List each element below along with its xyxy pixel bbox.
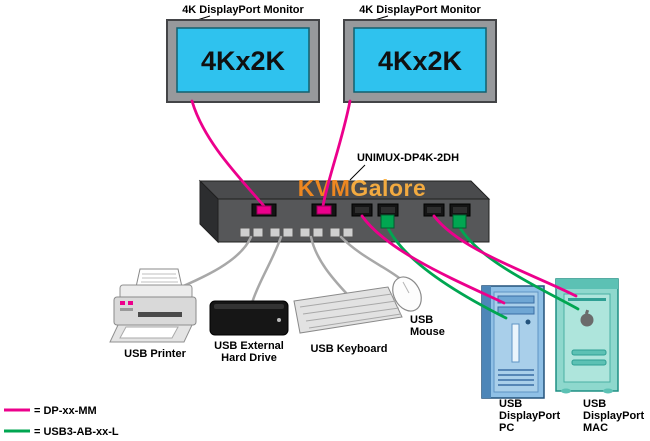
pc-label-line3: PC	[499, 422, 514, 434]
monitor-1-screen	[176, 27, 310, 93]
displayport-cables	[190, 99, 578, 305]
mac-foot	[603, 388, 613, 394]
printer-panel	[120, 308, 133, 311]
mac-slot-1	[571, 349, 607, 356]
pc-label-line1: USB	[499, 398, 522, 410]
usb-device-port-4b	[342, 227, 354, 238]
usb-keyboard	[293, 286, 403, 334]
usb-mouse	[392, 276, 422, 312]
usb-device-port-3a	[299, 227, 311, 238]
keyboard-key-row	[299, 293, 393, 308]
mac-label-line1: USB	[583, 398, 606, 410]
legend: = DP-xx-MM = USB3-AB-xx-L	[4, 405, 119, 438]
watermark-galore: Galore	[350, 175, 426, 201]
usb3-plug-2	[452, 214, 467, 229]
cable-dp-pc	[360, 214, 506, 305]
monitor-1: 4Kx2K	[166, 19, 320, 103]
port-slot-2	[381, 207, 395, 213]
hdd-highlight	[214, 304, 284, 309]
usb-printer	[109, 268, 197, 343]
printer-button-pink	[128, 301, 133, 305]
mac-label-line2: DisplayPort	[583, 410, 644, 422]
keyboard-body	[293, 286, 403, 334]
mac-front-panel	[563, 293, 611, 383]
hdd-label-line1: USB External	[214, 340, 284, 352]
usb-displayport-pc	[481, 285, 545, 399]
switch-model-label: UNIMUX-DP4K-2DH	[357, 152, 459, 164]
mouse-label-line2: Mouse	[410, 326, 445, 338]
keyboard-key-row	[305, 307, 400, 322]
usb-displayport-mac	[555, 278, 619, 394]
switch-watermark: KVMGalore	[298, 175, 427, 201]
hdd-label-line2: Hard Drive	[221, 352, 277, 364]
mouse-body	[392, 276, 422, 312]
pc-front-strip	[511, 323, 520, 363]
mac-label-line3: MAC	[583, 422, 608, 434]
cable-usb3-mac	[457, 224, 580, 311]
usb-device-port-1a	[239, 227, 251, 238]
dp-connector-1	[256, 205, 272, 215]
monitor-1-label: 4K DisplayPort Monitor	[182, 4, 304, 16]
legend-usb-label: = USB3-AB-xx-L	[34, 426, 119, 438]
cable-usb3-pc	[385, 224, 508, 320]
port-slot-4	[453, 207, 467, 213]
cable-dp-mac	[432, 214, 578, 298]
usb-device-port-2a	[269, 227, 281, 238]
monitor-2: 4Kx2K	[343, 19, 497, 103]
dp-connector-2	[316, 205, 332, 215]
printer-label: USB Printer	[124, 348, 186, 360]
cable-printer	[170, 235, 253, 293]
usb3-cables	[385, 224, 580, 320]
mac-top-shade	[556, 279, 618, 289]
port-slot-1	[355, 207, 369, 213]
usb-device-port-2b	[282, 227, 294, 238]
legend-dp-label: = DP-xx-MM	[34, 405, 97, 417]
port-slot-3	[427, 207, 441, 213]
printer-output-slot	[138, 312, 182, 317]
cable-mouse	[339, 235, 405, 283]
usb-device-port-1b	[252, 227, 264, 238]
monitor-2-screen	[353, 27, 487, 93]
mac-drive-slot	[568, 298, 606, 301]
mac-slot-2	[571, 359, 607, 366]
pc-power-button	[525, 319, 531, 325]
mac-foot	[561, 388, 571, 394]
printer-tray-paper	[119, 326, 179, 339]
pc-side-shade	[482, 286, 491, 398]
cable-dp-monitor-2	[321, 99, 352, 208]
printer-button-pink	[120, 301, 125, 305]
hdd-led	[277, 318, 281, 322]
mouse-label-line1: USB	[410, 314, 433, 326]
apple-logo-leaf	[584, 309, 590, 315]
kvm-switch: KVMGalore	[198, 175, 491, 244]
cable-keyboard	[309, 235, 349, 296]
monitor-2-screen-text: 4Kx2K	[378, 46, 463, 76]
keyboard-key-row	[302, 300, 397, 315]
pc-drive-bay-2	[497, 306, 535, 315]
apple-logo-icon	[580, 313, 594, 327]
monitor-1-screen-text: 4Kx2K	[201, 46, 286, 76]
switch-pointer-line	[349, 164, 366, 181]
cable-hard-drive	[250, 235, 283, 305]
hdd-body	[209, 300, 289, 336]
mouse-button-split	[402, 281, 410, 294]
pc-label-line2: DisplayPort	[499, 410, 560, 422]
usb3-plug-1	[380, 214, 395, 229]
keyboard-label: USB Keyboard	[310, 343, 387, 355]
usb-device-port-4a	[329, 227, 341, 238]
cable-dp-monitor-1	[190, 99, 266, 208]
usb-external-hard-drive	[209, 300, 289, 336]
keyboard-key-row	[308, 313, 402, 329]
usb-device-port-3b	[312, 227, 324, 238]
monitor-2-label: 4K DisplayPort Monitor	[359, 4, 481, 16]
